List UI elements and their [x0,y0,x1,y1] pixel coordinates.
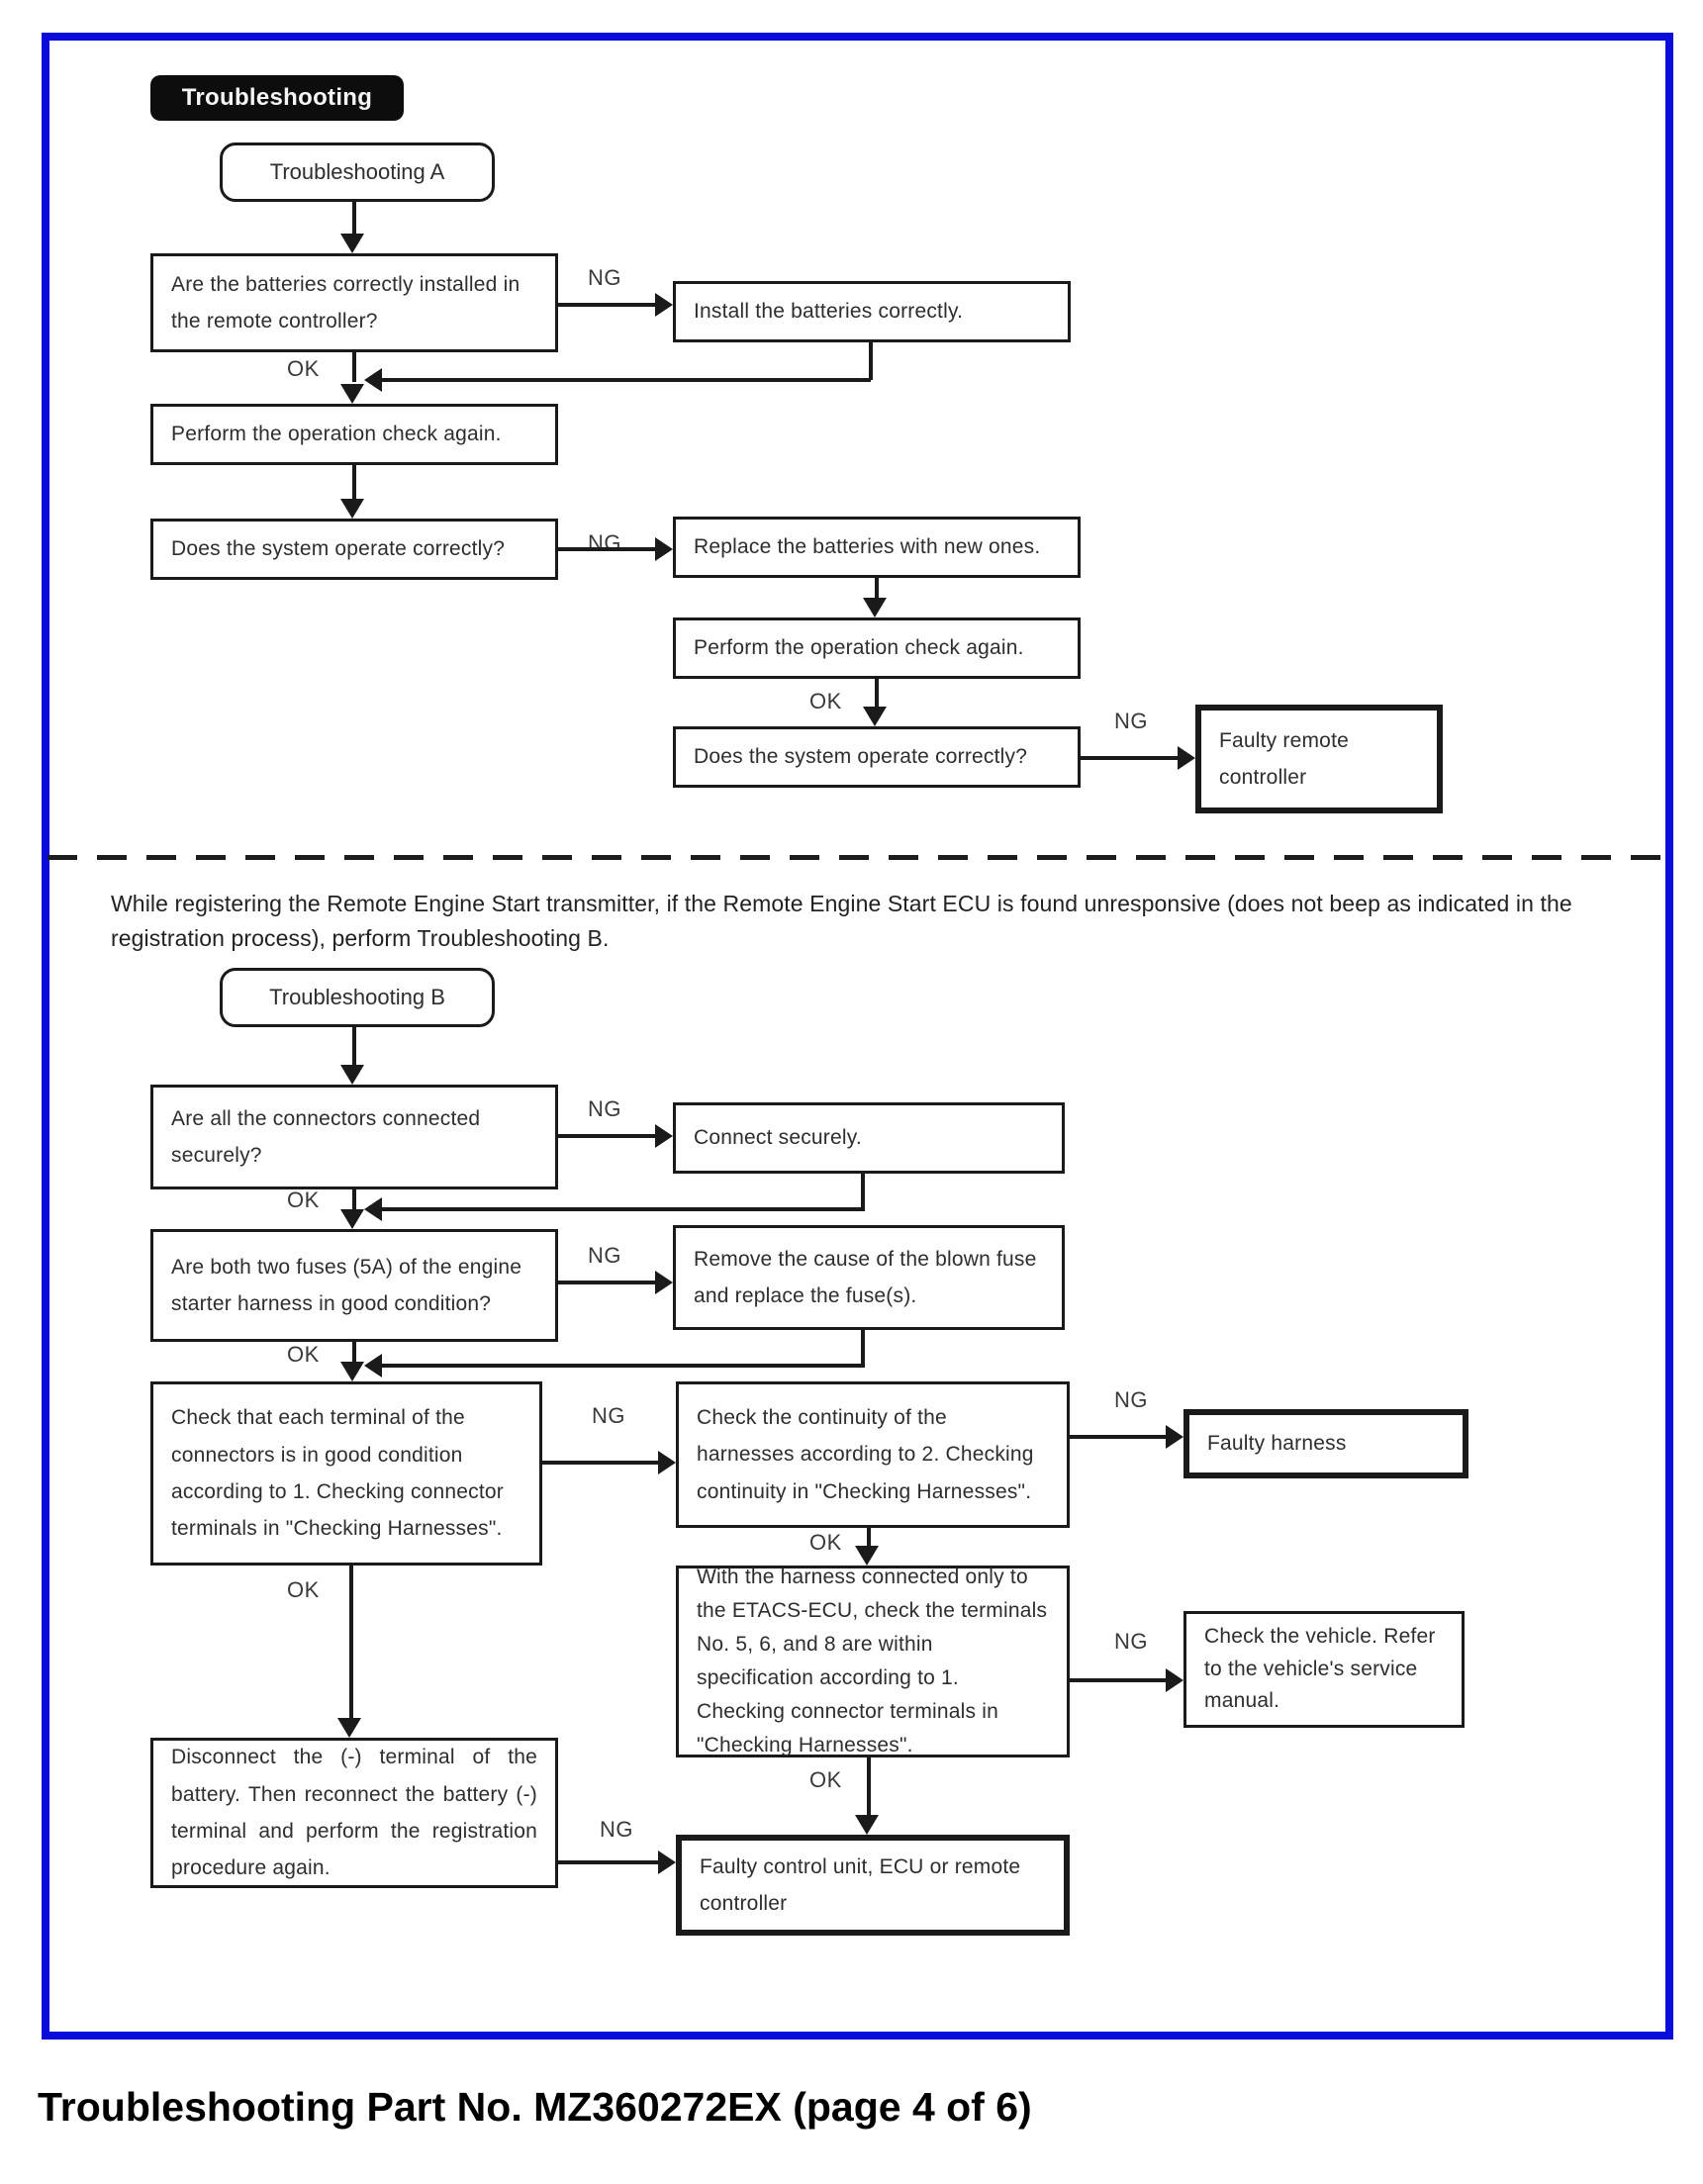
flow-a-question-operate-1: Does the system operate correctly? [150,519,558,580]
flow-b-result-check-vehicle: Check the vehicle. Refer to the vehicle'… [1183,1611,1465,1728]
ng-label: NG [1114,1629,1148,1654]
ok-label: OK [287,356,320,381]
connector-line [352,1027,356,1065]
arrowhead-down [340,384,364,404]
connector-line [875,679,879,709]
connector-line [867,1757,871,1817]
ok-label: OK [809,689,842,713]
ng-label: NG [588,530,621,555]
flow-a-perform-check-2: Perform the operation check again. [673,617,1081,679]
arrowhead-down [340,234,364,253]
connector-line [867,1528,871,1550]
page-caption: Troubleshooting Part No. MZ360272EX (pag… [38,2084,1032,2130]
flow-b-check-etacs: With the harness connected only to the E… [676,1566,1070,1757]
arrowhead-down [340,499,364,519]
connector-line [382,1207,865,1211]
arrowhead-down [863,707,887,726]
flow-b-fix-fuse: Remove the cause of the blown fuse and r… [673,1225,1065,1330]
arrowhead-right [1166,1425,1183,1449]
connector-line [1070,1435,1169,1439]
connector-line [352,1342,356,1364]
flow-a-question-operate-2: Does the system operate correctly? [673,726,1081,788]
connector-line [352,465,356,501]
connector-line [869,342,873,380]
arrowhead-left [364,368,382,392]
arrowhead-right [655,537,673,561]
arrowhead-right [1166,1668,1183,1692]
arrowhead-right [658,1851,676,1874]
flow-a-perform-check-1: Perform the operation check again. [150,404,558,465]
connector-line [558,1134,657,1138]
connector-line [382,378,871,382]
flow-b-result-faulty-harness: Faulty harness [1183,1409,1468,1478]
flow-b-question-connectors: Are all the connectors connected securel… [150,1085,558,1189]
connector-line [558,1860,661,1864]
ok-label: OK [809,1767,842,1792]
flow-b-check-continuity: Check the continuity of the harnesses ac… [676,1381,1070,1528]
arrowhead-right [655,1271,673,1294]
arrowhead-right [655,293,673,317]
arrowhead-down [340,1209,364,1229]
flow-a-fix-replace: Replace the batteries with new ones. [673,517,1081,578]
ng-label: NG [588,1096,621,1121]
flow-a-fix-install: Install the batteries correctly. [673,281,1071,342]
connector-line [349,1566,353,1720]
connector-line [558,547,657,551]
arrowhead-right [1178,746,1195,770]
arrowhead-down [855,1546,879,1566]
connector-line [1070,1678,1169,1682]
arrowhead-left [364,1354,382,1377]
arrowhead-down [863,598,887,617]
flow-a-question-batteries: Are the batteries correctly installed in… [150,253,558,352]
ng-label: NG [592,1403,625,1428]
arrowhead-down [340,1362,364,1381]
connector-line [352,202,356,236]
flow-b-result-faulty-unit: Faulty control unit, ECU or remote contr… [676,1835,1070,1936]
ok-label: OK [287,1187,320,1212]
ok-label: OK [287,1577,320,1602]
arrowhead-down [855,1815,879,1835]
flow-b-fix-connect: Connect securely. [673,1102,1065,1174]
connector-line [1081,756,1180,760]
section-tag-troubleshooting: Troubleshooting [150,75,404,121]
connector-line [558,303,657,307]
ng-label: NG [600,1817,633,1842]
ng-label: NG [588,265,621,290]
connector-line [875,578,879,600]
connector-line [352,1189,356,1211]
arrowhead-down [337,1718,361,1738]
ok-label: OK [809,1530,842,1555]
connector-line [382,1364,865,1368]
arrowhead-right [655,1124,673,1148]
connector-line [861,1330,865,1368]
flow-b-question-fuses: Are both two fuses (5A) of the engine st… [150,1229,558,1342]
ng-label: NG [588,1243,621,1268]
arrowhead-right [658,1451,676,1474]
connector-line [352,352,356,382]
ng-label: NG [1114,1387,1148,1412]
flow-a-title: Troubleshooting A [220,142,495,202]
connector-line [542,1461,660,1465]
arrowhead-down [340,1065,364,1085]
section-divider [47,855,1670,860]
flow-b-question-terminals: Check that each terminal of the connecto… [150,1381,542,1566]
connector-line [558,1281,657,1284]
flow-b-action-battery: Disconnect the (-) terminal of the batte… [150,1738,558,1888]
ng-label: NG [1114,709,1148,733]
ok-label: OK [287,1342,320,1367]
arrowhead-left [364,1197,382,1221]
flow-a-result-faulty-remote: Faulty remote controller [1195,705,1443,813]
flow-b-title: Troubleshooting B [220,968,495,1027]
note-paragraph: While registering the Remote Engine Star… [111,891,1572,951]
connector-line [861,1174,865,1211]
